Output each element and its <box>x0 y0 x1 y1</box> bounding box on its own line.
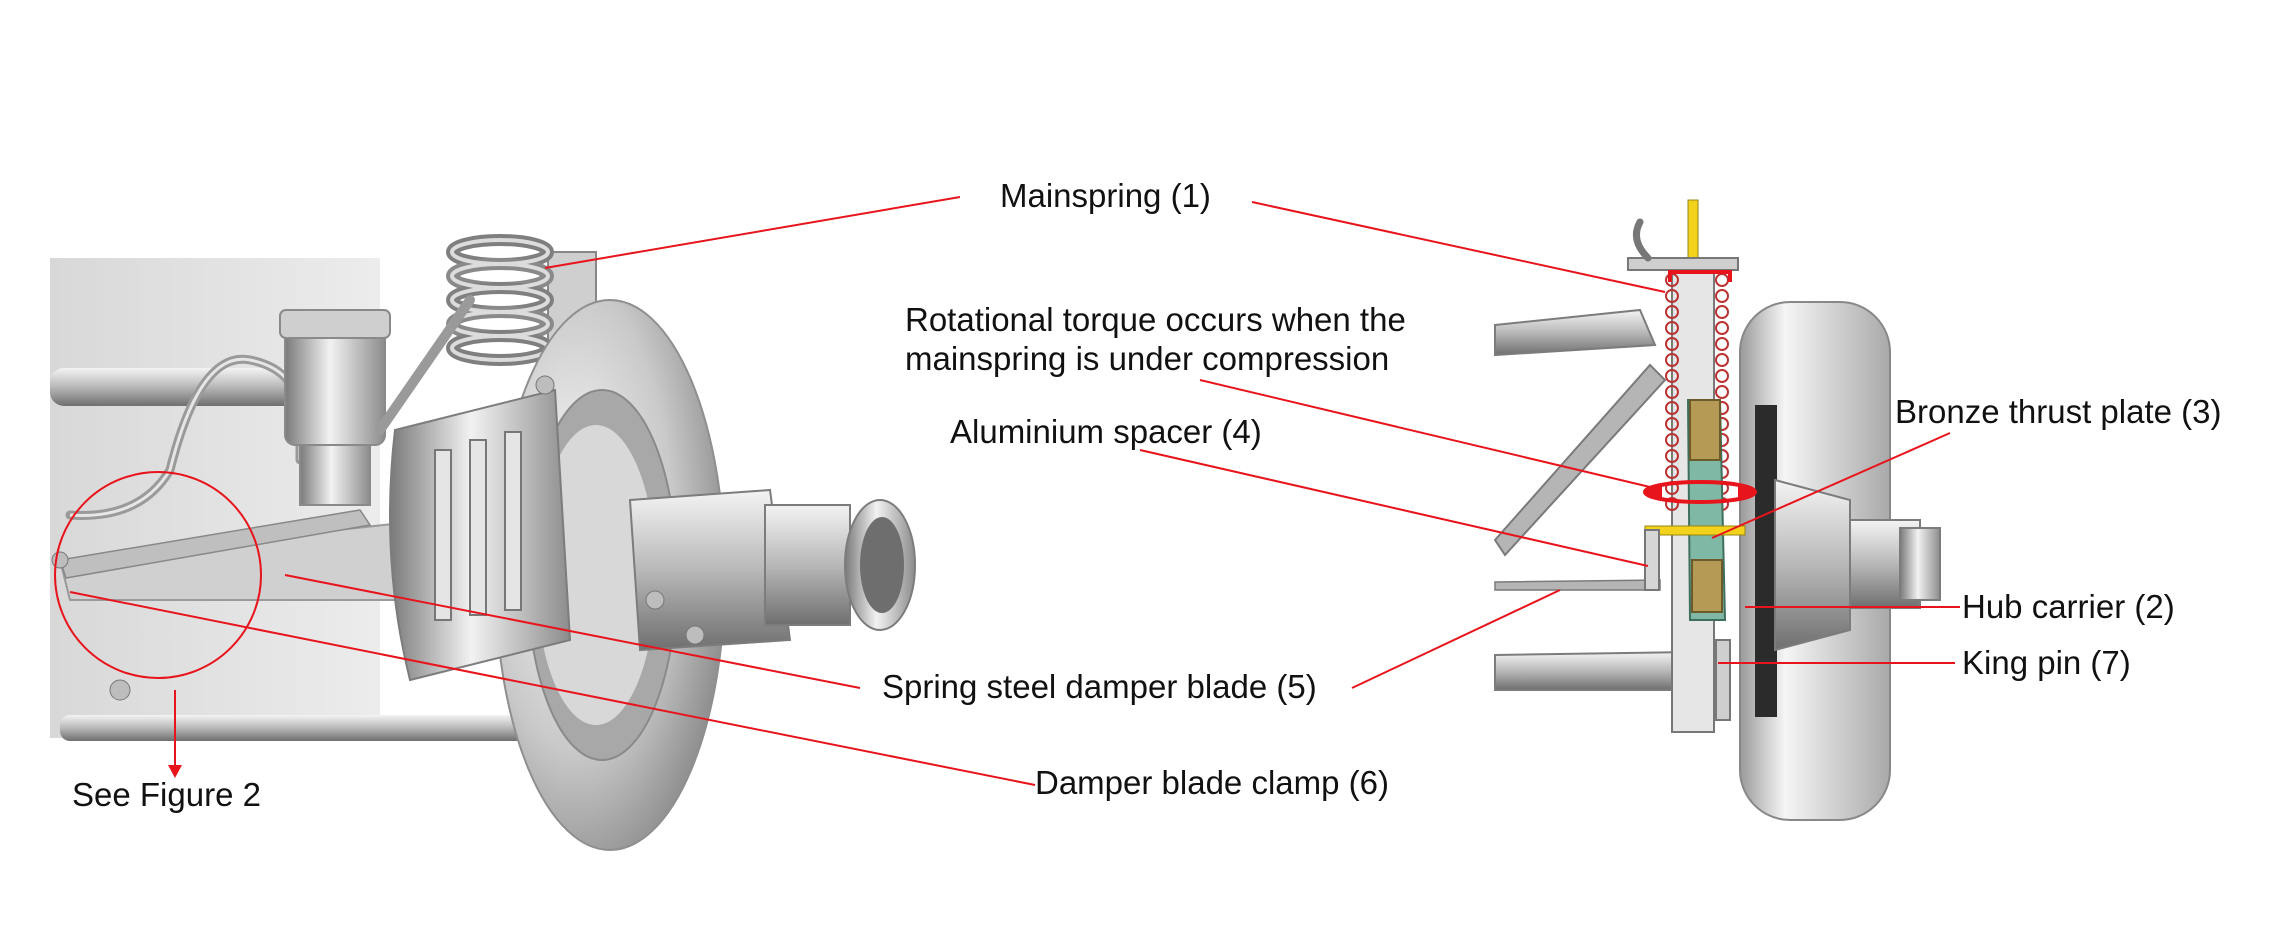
front-suspension-assembly <box>50 234 916 851</box>
label-damper-blade: Spring steel damper blade (5) <box>882 668 1317 705</box>
leader-mainspring-right <box>1251 201 1666 293</box>
stub-axle <box>764 504 851 626</box>
see-figure-arrowhead <box>168 765 182 778</box>
hub-body <box>628 488 792 652</box>
damper-blade <box>1494 579 1661 591</box>
bronze-bush-lower <box>1691 559 1723 613</box>
leader-lines <box>54 196 1960 786</box>
cutaway-suspension-assembly <box>1493 199 1941 821</box>
label-torque-line2: mainspring is under compression <box>905 340 1390 377</box>
label-spacer: Aluminium spacer (4) <box>950 413 1262 450</box>
top-cap <box>1627 257 1739 271</box>
leader-damper-right <box>1351 589 1561 689</box>
leader-thrust-plate <box>1711 432 1951 539</box>
label-blade-clamp: Damper blade clamp (6) <box>1035 764 1389 801</box>
label-thrust-plate: Bronze thrust plate (3) <box>1895 393 2222 430</box>
detail-circle <box>54 471 262 679</box>
leader-spacer <box>1139 449 1649 567</box>
label-hub-carrier: Hub carrier (2) <box>1962 588 2175 625</box>
leader-torque <box>1199 379 1651 488</box>
bronze-bush-upper <box>1689 399 1721 461</box>
upper-arm <box>1494 308 1657 357</box>
lower-arm <box>1494 650 1702 691</box>
brake-disc-section <box>1755 405 1777 717</box>
leader-clamp <box>69 591 1036 786</box>
lower-tube <box>60 715 530 741</box>
label-torque-line1: Rotational torque occurs when the <box>905 301 1406 338</box>
leader-mainspring-left <box>544 196 961 269</box>
label-mainspring: Mainspring (1) <box>1000 177 1211 214</box>
leader-damper-left <box>284 574 861 689</box>
cutaway-spring-coils <box>1665 273 1729 511</box>
label-king-pin: King pin (7) <box>1962 644 2131 681</box>
label-see-figure: See Figure 2 <box>72 776 261 813</box>
